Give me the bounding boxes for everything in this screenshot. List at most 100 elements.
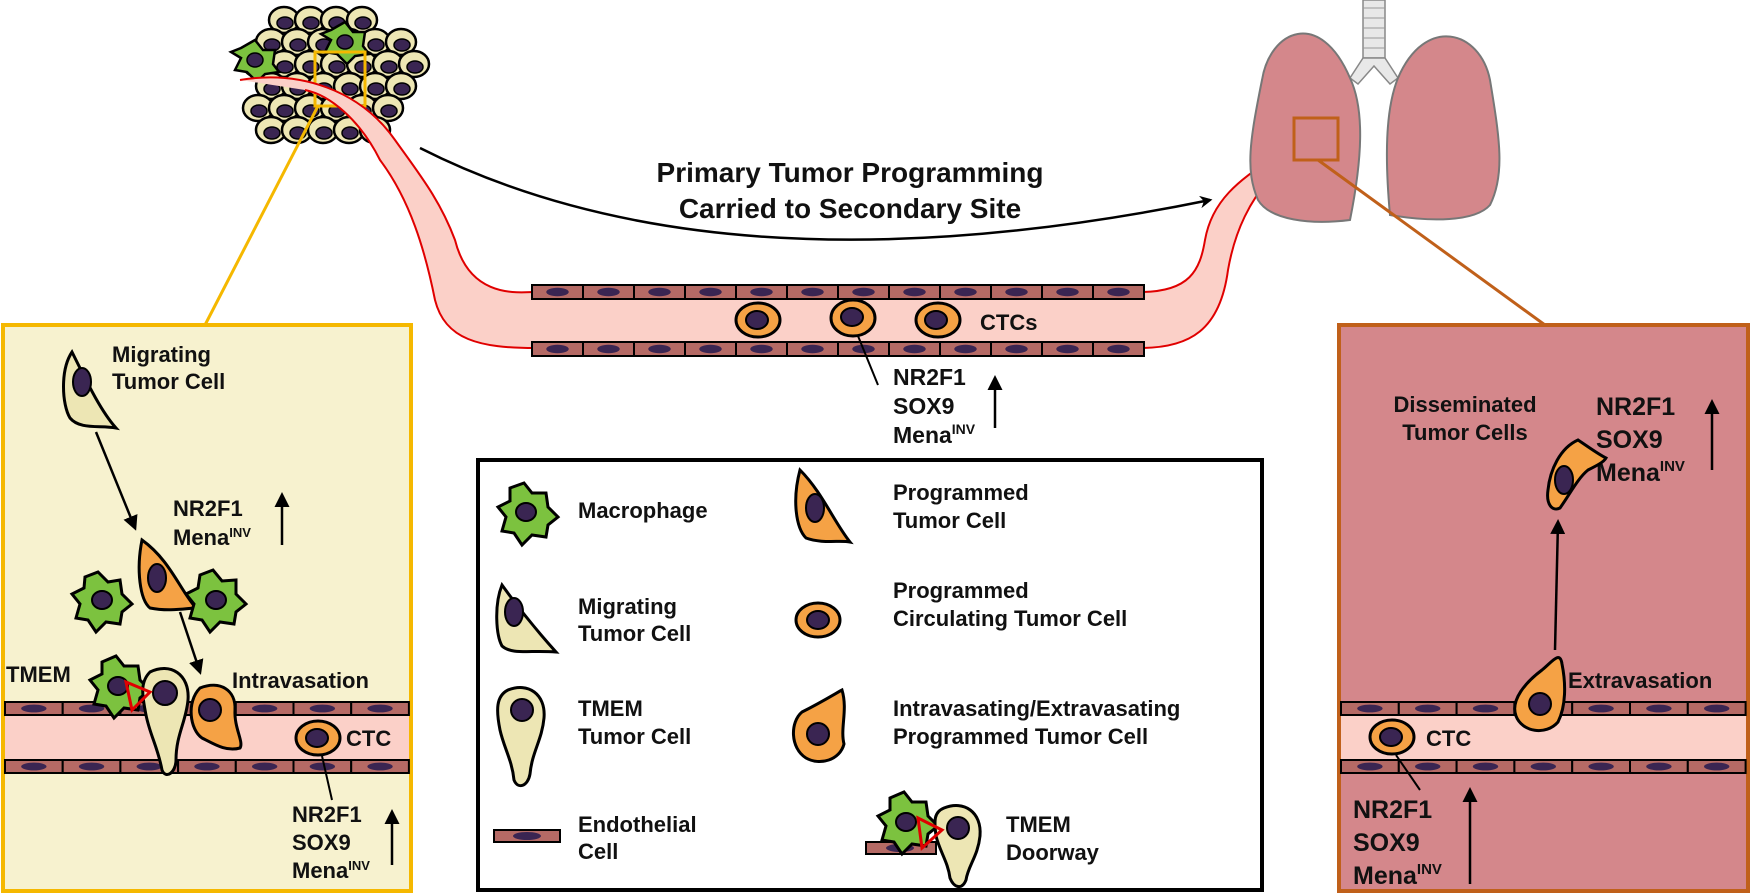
center-endothelial-top [531,284,1145,300]
legend-label-endothelial-2: Cell [578,839,618,864]
left-marker-1: NR2F1 [173,496,243,521]
center-marker-1: NR2F1 [893,364,966,390]
legend-label-migrating-1: Migrating [578,594,677,619]
left-ctc-label: CTC [346,726,391,751]
endothelial-nucleus [251,704,278,713]
tumor-cell-nucleus [276,60,294,74]
endothelial-nucleus [648,287,671,297]
legend-label-ctc-2: Circulating Tumor Cell [893,606,1127,631]
left-marker-2: MenaINV [173,525,251,550]
ctc-pointer-line [857,335,879,386]
right-ctc-cell [1368,718,1416,756]
endothelial-nucleus [367,762,393,771]
endothelial-nucleus [1472,762,1499,771]
title-line-2: Carried to Secondary Site [679,193,1021,224]
left-migrating-line-1: Migrating [112,342,211,367]
legend-intravasating-icon [792,687,846,763]
endothelial-nucleus [852,287,875,297]
legend-endothelial-icon [493,829,561,843]
legend-label-tmem-1: TMEM [578,696,643,721]
endothelial-nucleus [1357,704,1383,713]
left-ctc-cell [294,719,342,757]
legend: Macrophage Migrating Tumor Cell TMEM Tum… [476,458,1264,892]
endothelial-nucleus [1530,762,1557,771]
left-endothelial-bottom [4,759,410,774]
macrophage-left [69,570,135,635]
ctc-cell [829,298,877,338]
lung-zoom-box [1292,116,1340,162]
endothelial-nucleus [194,762,220,771]
tmem-doorway-triangle [123,679,153,714]
legend-label-ctc-1: Programmed [893,578,1029,603]
extravasation-label: Extravasation [1568,668,1712,693]
lungs [1249,0,1501,223]
endothelial-nucleus [954,287,977,297]
cluster-macrophage-nucleus [336,34,354,50]
left-arrow-2 [178,611,204,675]
endothelial-nucleus [1588,762,1614,771]
right-extravasation-arrow [1550,519,1566,651]
right-ctc-label: CTC [1426,726,1471,751]
endothelial-nucleus [1703,762,1730,771]
tumor-cell-nucleus [393,82,411,96]
legend-tmem-tumor-icon [496,686,546,788]
tmem-macrophage [87,654,153,721]
left-ctc-marker-3: MenaINV [292,858,370,883]
right-marker-2: SOX9 [1596,426,1663,454]
endothelial-nucleus [750,344,773,354]
endothelial-nucleus [21,762,47,771]
endothelial-nucleus [251,762,278,771]
endothelial-nucleus [309,762,336,771]
legend-label-endothelial-1: Endothelial [578,812,697,837]
endothelial-nucleus [597,287,620,297]
trachea [1348,0,1400,86]
tumor-cell-nucleus [354,16,372,30]
legend-programmed-icon [794,467,854,545]
legend-label-macrophage: Macrophage [578,498,708,523]
endothelial-nucleus [1414,762,1441,771]
endothelial-nucleus [648,344,671,354]
endothelial-nucleus [1588,704,1614,713]
tumor-cell-nucleus [341,126,359,140]
endothelial-nucleus [1107,287,1130,297]
endothelial-nucleus [1646,762,1672,771]
tumor-zoom-line-left [203,105,320,326]
endothelial-nucleus [1472,704,1499,713]
tumor-cell-nucleus [393,38,411,52]
right-ctc-marker-2: SOX9 [1353,829,1420,857]
endothelial-nucleus [699,344,722,354]
endothelial-nucleus [78,762,105,771]
left-arrow-1 [94,431,138,531]
macrophage-right [183,568,249,635]
tumor-cell-nucleus [367,38,385,52]
tumor-cell-nucleus [302,16,320,30]
tumor-cell-nucleus [315,126,333,140]
endothelial-nucleus [546,287,569,297]
endothelial-nucleus [1005,287,1028,297]
ctc-cell [734,301,782,339]
endothelial-nucleus [546,344,569,354]
endothelial-nucleus [699,287,722,297]
legend-label-intravasating-2: Programmed Tumor Cell [893,724,1148,749]
endothelial-nucleus [1703,704,1730,713]
legend-label-programmed-2: Tumor Cell [893,508,1006,533]
endothelial-nucleus [21,704,47,713]
left-ctc-marker-2: SOX9 [292,830,351,855]
tumor-cell-nucleus [276,104,294,118]
lung-zoom-line [1317,158,1546,327]
tumor-cell-nucleus [406,60,424,74]
tumor-cell-nucleus [276,16,294,30]
legend-label-doorway-2: Doorway [1006,840,1100,865]
endothelial-nucleus [1056,344,1079,354]
right-marker-3: MenaINV [1596,458,1685,487]
tumor-cell-nucleus [302,60,320,74]
title-line-1: Primary Tumor Programming [657,157,1044,188]
extravasating-cell [1513,656,1567,732]
endothelial-nucleus [136,762,162,771]
endothelial-nucleus [1107,344,1130,354]
left-ctc-marker-1: NR2F1 [292,802,362,827]
endothelial-nucleus [1414,704,1441,713]
tumor-cell-nucleus [328,60,346,74]
disseminated-tumor-cell [1546,438,1609,511]
